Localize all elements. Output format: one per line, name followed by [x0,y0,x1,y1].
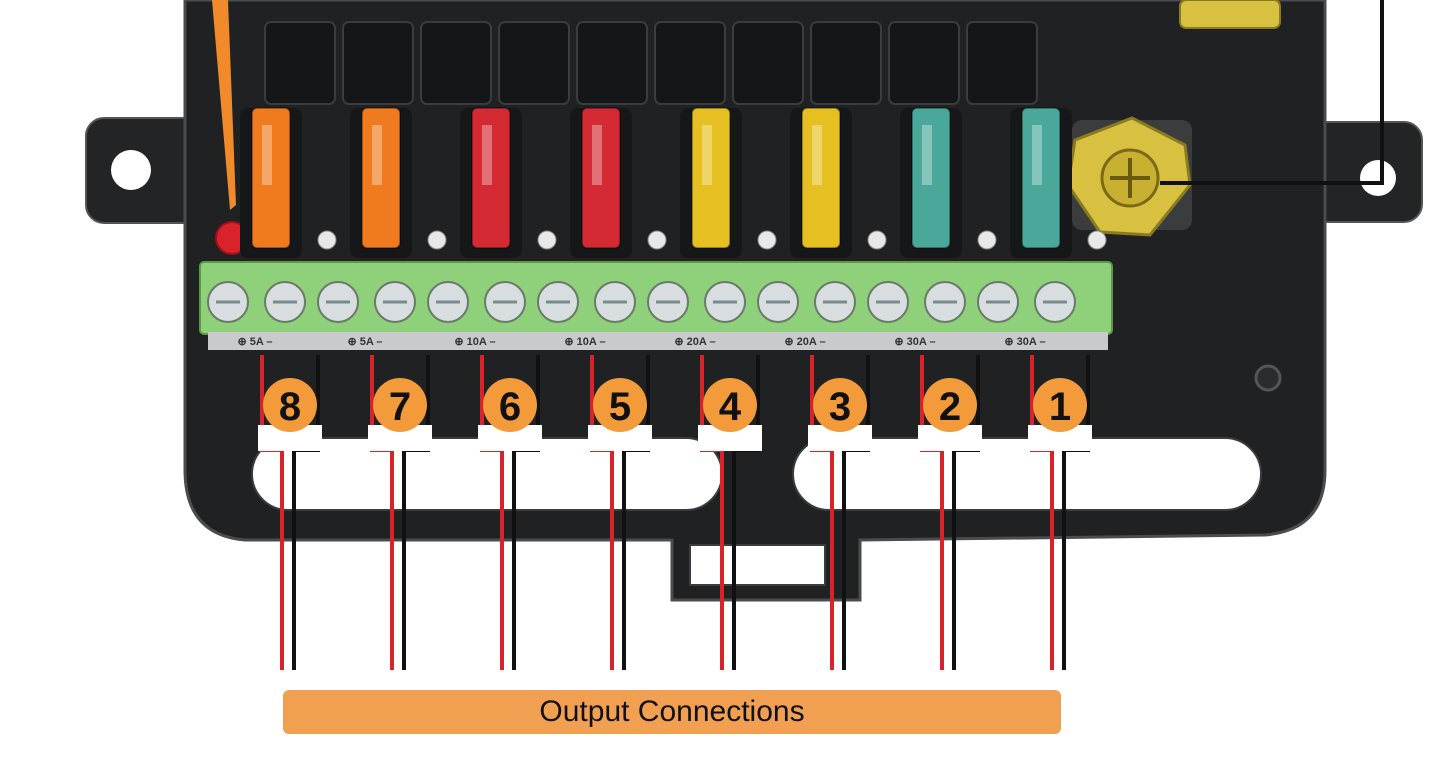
fuse-2 [911,107,951,249]
badge-circle-5 [593,378,647,432]
upper-socket [264,21,336,105]
feed-wire [1160,0,1384,185]
badge-circle-1 [1033,378,1087,432]
upper-socket [498,21,570,105]
badge-circle-4 [703,378,757,432]
fuse-3 [801,107,841,249]
fuse-1 [1021,107,1061,249]
fuse-window [1032,125,1042,185]
terminal-ratings-strip [208,332,1108,350]
output-number-badges: 8 7 6 5 4 3 2 1 [263,378,1087,432]
badge-circle-2 [923,378,977,432]
upper-socket [888,21,960,105]
rating-label-4: ⊕ 20A – [674,336,715,348]
fuse-4 [691,107,731,249]
upper-socket [342,21,414,105]
housing-window-right [792,437,1262,511]
output-number-8: 8 [279,385,301,429]
badge-circle-3 [813,378,867,432]
output-number-6: 6 [499,385,521,429]
badge-circle-6 [483,378,537,432]
housing-screw [1254,364,1282,392]
upper-socket [576,21,648,105]
upper-socket [966,21,1038,105]
housing-tab [689,544,826,586]
fuse-led [867,230,887,250]
fuse-row [240,107,1107,258]
output-number-3: 3 [829,385,851,429]
mounting-ear-right [1309,121,1423,223]
output-number-1: 1 [1049,385,1071,429]
fuse-8 [251,107,291,249]
rating-label-8: ⊕ 5A – [237,336,272,348]
upper-sockets [264,21,1038,105]
fuse-6 [471,107,511,249]
fuse-led [317,230,337,250]
badge-circle-7 [373,378,427,432]
terminal-screws [207,281,1076,323]
power-stud [1066,116,1192,237]
fuse-window [262,125,272,185]
fuse-window [702,125,712,185]
upper-socket [732,21,804,105]
fuse-led [537,230,557,250]
top-stud [1179,0,1281,29]
badge-circle-8 [263,378,317,432]
fuse-window [482,125,492,185]
fuse-7 [361,107,401,249]
fuse-5 [581,107,621,249]
output-number-2: 2 [939,385,961,429]
rating-labels: ⊕ 5A – ⊕ 5A – ⊕ 10A – ⊕ 10A – ⊕ 20A – ⊕ 20A –… [237,336,1045,348]
output-number-5: 5 [609,385,631,429]
rating-label-1: ⊕ 30A – [1004,336,1045,348]
fuse-window [812,125,822,185]
rating-label-2: ⊕ 30A – [894,336,935,348]
rating-label-3: ⊕ 20A – [784,336,825,348]
rating-label-6: ⊕ 10A – [454,336,495,348]
fuse-led [1087,230,1107,250]
upper-socket [420,21,492,105]
output-number-7: 7 [389,385,411,429]
fuse-led [977,230,997,250]
output-number-4: 4 [719,385,742,429]
rating-label-7: ⊕ 5A – [347,336,382,348]
fuse-led [427,230,447,250]
fuse-led [647,230,667,250]
fuse-window [372,125,382,185]
output-connections-label: Output Connections [283,690,1061,734]
fuse-led [757,230,777,250]
indicator-pointer [212,0,236,210]
rating-label-5: ⊕ 10A – [564,336,605,348]
fuse-window [922,125,932,185]
upper-socket [810,21,882,105]
fuse-window [592,125,602,185]
upper-socket [654,21,726,105]
